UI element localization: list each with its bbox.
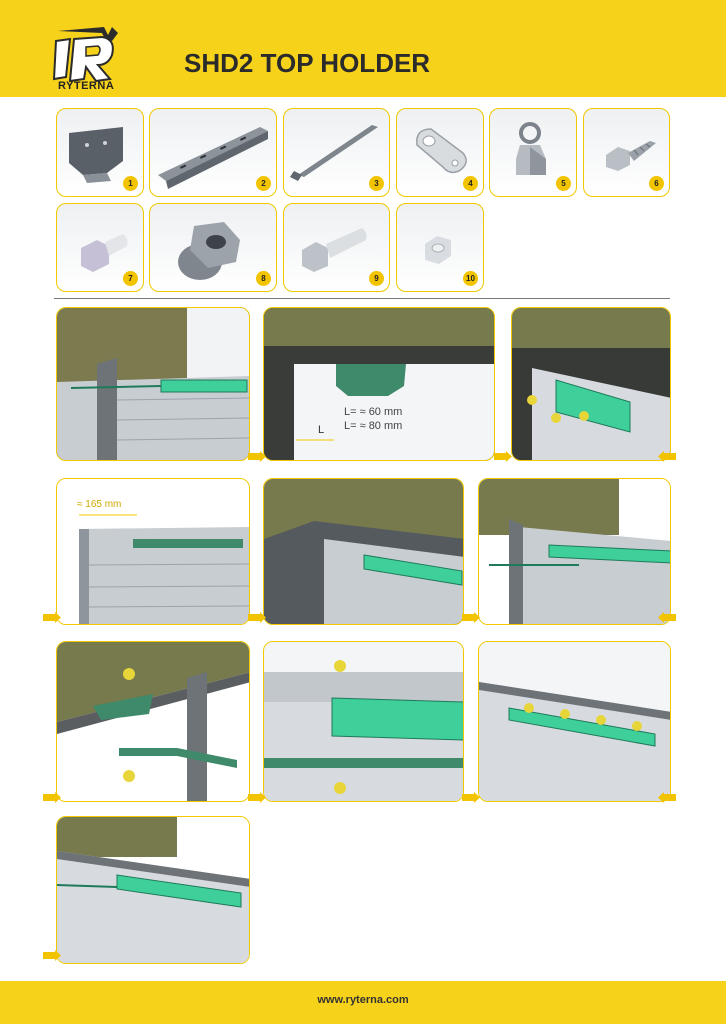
part-number-badge: 4 (463, 176, 478, 191)
next-arrow (248, 612, 266, 623)
part-number-badge: 3 (369, 176, 384, 191)
step-1-panel (56, 307, 250, 461)
return-arrow (43, 792, 61, 803)
hex-bolt-short-icon (81, 234, 128, 272)
step-6-panel (478, 478, 671, 625)
rod-icon (290, 125, 378, 181)
step-2-panel: L L= ≈ 60 mm L= ≈ 80 mm (263, 307, 495, 461)
part-number-badge: 6 (649, 176, 664, 191)
step-3-panel (511, 307, 671, 461)
next-arrow (248, 792, 266, 803)
next-arrow (462, 792, 480, 803)
part-3-card: 3 (283, 108, 390, 197)
dimension-l-80: L= ≈ 80 mm (344, 420, 403, 432)
footer-band: www.ryterna.com (0, 981, 726, 1024)
part-8-card: 8 (149, 203, 277, 292)
part-number-badge: 1 (123, 176, 138, 191)
part-10-card: 10 (396, 203, 484, 292)
next-arrow (494, 451, 512, 462)
return-arrow (658, 792, 676, 803)
part-7-card: 7 (56, 203, 144, 292)
part-number-badge: 8 (256, 271, 271, 286)
next-arrow (248, 451, 266, 462)
step-10-panel (56, 816, 250, 964)
dimension-165: ≈ 165 mm (77, 499, 122, 510)
part-2-card: 2 (149, 108, 277, 197)
hex-nut-icon (178, 222, 240, 280)
ryterna-logo (52, 25, 126, 91)
header-band: RYTERNA SHD2 TOP HOLDER (0, 0, 726, 97)
return-arrow (43, 950, 61, 961)
part-number-badge: 5 (556, 176, 571, 191)
eye-plate-icon (416, 128, 467, 174)
step-4-panel: ≈ 165 mm (56, 478, 250, 625)
step-9-panel (478, 641, 671, 802)
part-number-badge: 2 (256, 176, 271, 191)
section-divider (54, 298, 670, 299)
return-arrow (658, 612, 676, 623)
return-arrow (43, 612, 61, 623)
part-1-card: 1 (56, 108, 144, 197)
self-tapping-screw-icon (606, 141, 656, 171)
part-number-badge: 7 (123, 271, 138, 286)
website-link[interactable]: www.ryterna.com (317, 994, 409, 1006)
hex-bolt-icon (302, 228, 367, 272)
part-4-card: 4 (396, 108, 484, 197)
return-arrow (658, 451, 676, 462)
part-9-card: 9 (283, 203, 390, 292)
step-7-panel (56, 641, 250, 802)
dimension-l-60: L= ≈ 60 mm (344, 406, 403, 418)
step-8-panel (263, 641, 464, 802)
part-number-badge: 10 (463, 271, 478, 286)
step-5-panel (263, 478, 464, 625)
next-arrow (462, 612, 480, 623)
page-title: SHD2 TOP HOLDER (184, 48, 431, 78)
dimension-l-label: L (318, 424, 325, 436)
part-number-badge: 9 (369, 271, 384, 286)
part-5-card: 5 (489, 108, 577, 197)
part-6-card: 6 (583, 108, 670, 197)
mounting-bracket-icon (69, 127, 123, 183)
eye-nut-icon (516, 122, 546, 175)
logo-text: RYTERNA (58, 80, 115, 92)
angle-rail-icon (158, 127, 268, 189)
small-nut-icon (425, 236, 451, 264)
